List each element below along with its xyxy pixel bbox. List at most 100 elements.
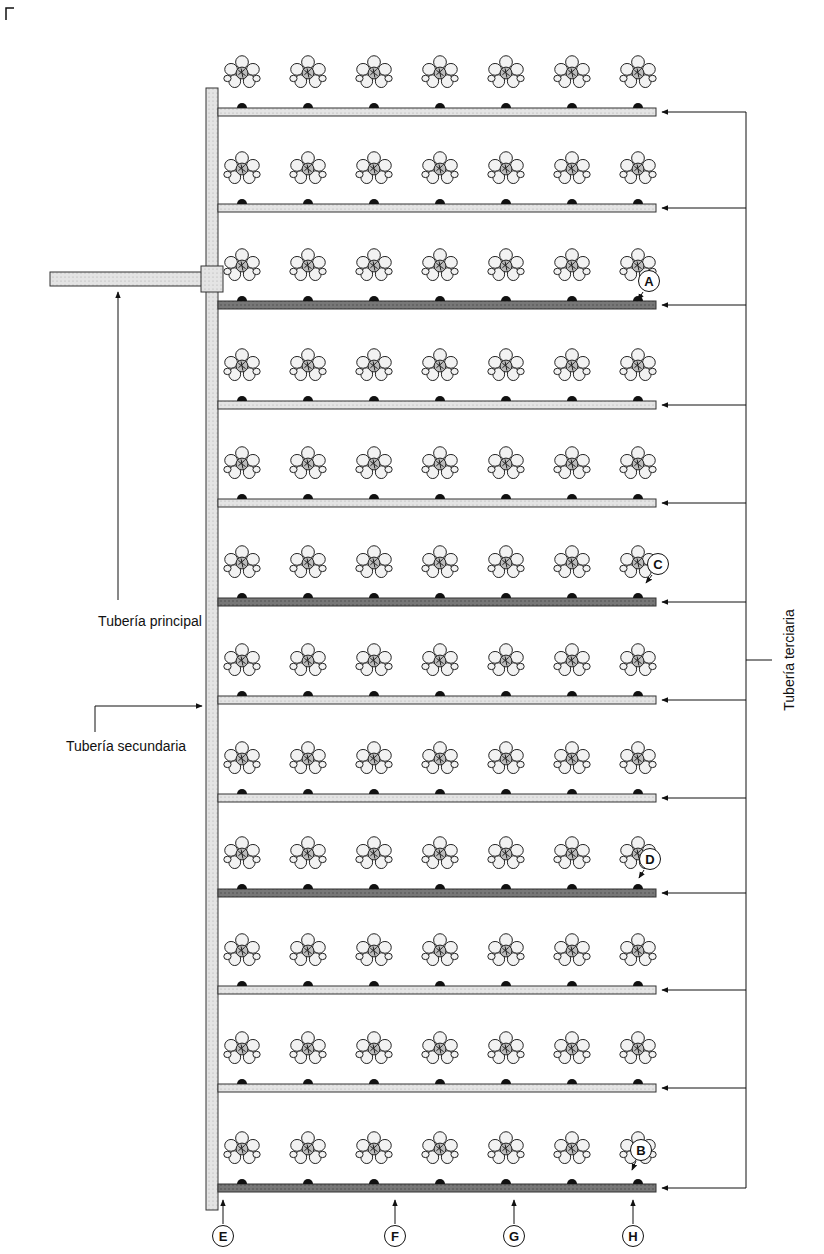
strawberry-plant — [224, 742, 260, 774]
strawberry-plant — [422, 1032, 458, 1064]
strawberry-plant — [554, 152, 590, 184]
pipe-label: Tubería secundaria — [66, 739, 186, 754]
emitter — [435, 296, 445, 301]
strawberry-plant — [554, 934, 590, 966]
strawberry-plant — [356, 447, 392, 479]
strawberry-plant — [620, 1132, 656, 1164]
strawberry-plant — [356, 934, 392, 966]
emitter — [567, 593, 577, 598]
strawberry-plant — [422, 644, 458, 676]
emitter — [633, 1179, 643, 1184]
emitter — [303, 396, 313, 401]
strawberry-plant — [554, 742, 590, 774]
strawberry-plant — [422, 152, 458, 184]
callout-circle: E — [212, 1225, 234, 1247]
emitter — [633, 884, 643, 889]
callout-circle: H — [622, 1225, 644, 1247]
leader-line — [662, 405, 746, 406]
emitter — [567, 1079, 577, 1084]
emitter — [633, 494, 643, 499]
emitter — [501, 981, 511, 986]
emitter — [369, 103, 379, 108]
emitter — [633, 1079, 643, 1084]
strawberry-plant — [290, 56, 326, 88]
callout-circle: G — [503, 1225, 525, 1247]
leader-line — [662, 602, 746, 603]
leader-line — [662, 208, 746, 209]
emitter — [501, 103, 511, 108]
emitter — [237, 296, 247, 301]
emitter — [501, 396, 511, 401]
emitter — [567, 884, 577, 889]
emitter — [237, 981, 247, 986]
emitter — [237, 199, 247, 204]
emitter — [237, 691, 247, 696]
strawberry-plant — [488, 546, 524, 578]
emitter — [567, 981, 577, 986]
emitter — [369, 396, 379, 401]
leader-line — [633, 1200, 634, 1224]
tertiary-pipe — [218, 794, 656, 802]
strawberry-plant — [290, 934, 326, 966]
strawberry-plant — [224, 644, 260, 676]
emitter — [435, 396, 445, 401]
callout-letter: F — [391, 1230, 399, 1243]
emitter — [237, 396, 247, 401]
emitter — [303, 199, 313, 204]
leader-line — [514, 1200, 515, 1224]
strawberry-plant — [554, 546, 590, 578]
emitter — [501, 789, 511, 794]
emitter — [435, 199, 445, 204]
lateral-row — [218, 934, 746, 994]
emitter — [237, 884, 247, 889]
emitter — [369, 296, 379, 301]
strawberry-plant — [422, 934, 458, 966]
tertiary-pipe — [218, 889, 656, 897]
strawberry-plant — [356, 56, 392, 88]
emitter — [303, 789, 313, 794]
emitter — [501, 1179, 511, 1184]
strawberry-plant — [356, 742, 392, 774]
tertiary-pipe — [218, 696, 656, 704]
strawberry-plant — [488, 644, 524, 676]
strawberry-plant — [356, 837, 392, 869]
emitter — [633, 103, 643, 108]
strawberry-plant — [224, 56, 260, 88]
emitter — [369, 884, 379, 889]
lateral-row — [218, 1032, 746, 1092]
strawberry-plant — [620, 742, 656, 774]
strawberry-plant — [224, 1132, 260, 1164]
emitter — [567, 296, 577, 301]
emitter — [501, 884, 511, 889]
emitter — [501, 593, 511, 598]
strawberry-plant — [620, 56, 656, 88]
emitter — [303, 884, 313, 889]
callout-letter: C — [653, 558, 662, 571]
corner-mark — [6, 8, 14, 20]
emitter — [237, 103, 247, 108]
emitter — [567, 494, 577, 499]
leader-line — [95, 706, 202, 732]
emitter — [501, 296, 511, 301]
strawberry-plant — [488, 56, 524, 88]
emitter — [369, 789, 379, 794]
strawberry-plant — [488, 742, 524, 774]
emitter — [567, 789, 577, 794]
strawberry-plant — [620, 934, 656, 966]
tertiary-pipe — [218, 401, 656, 409]
strawberry-plant — [356, 546, 392, 578]
strawberry-plant — [290, 447, 326, 479]
strawberry-plant — [356, 152, 392, 184]
leader-line — [662, 798, 746, 799]
strawberry-plant — [356, 249, 392, 281]
tertiary-pipe — [218, 986, 656, 994]
emitter — [369, 593, 379, 598]
callout-letter: G — [509, 1230, 519, 1243]
emitter — [501, 1079, 511, 1084]
strawberry-plant — [488, 1132, 524, 1164]
emitter — [237, 789, 247, 794]
emitter — [567, 1179, 577, 1184]
callout-letter: B — [636, 1144, 645, 1157]
emitter — [567, 396, 577, 401]
strawberry-plant — [422, 1132, 458, 1164]
